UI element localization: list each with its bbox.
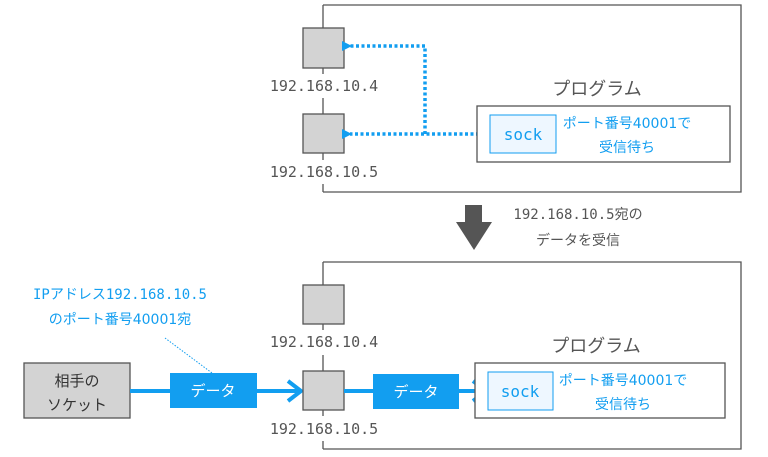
- nic-ip-label: 192.168.10.4: [270, 77, 378, 95]
- peer-socket-label: ソケット: [47, 396, 107, 414]
- down-arrow-icon: [456, 205, 492, 250]
- peer-socket-box: [23, 362, 131, 419]
- top-panel: 192.168.10.4 192.168.10.5 プログラム sock ポート…: [270, 4, 742, 193]
- nic-icon: [302, 284, 345, 325]
- peer-socket-label: 相手の: [54, 372, 99, 390]
- arrowhead-icon: [286, 379, 305, 403]
- binding-dotted-arrow: [342, 41, 427, 134]
- program-label: プログラム: [552, 79, 641, 100]
- annotation-leader-line: [164, 337, 213, 374]
- nic-icon: [302, 370, 345, 411]
- host-outline-bottom: [323, 261, 742, 450]
- bottom-panel: IPアドレス192.168.10.5 のポート番号40001宛 相手の ソケット…: [23, 261, 742, 450]
- nic-icon: [302, 113, 345, 154]
- data-packet: [373, 374, 459, 409]
- nic-ip-label: 192.168.10.4: [270, 333, 378, 351]
- socket-box: [487, 371, 554, 411]
- listen-text: 受信待ち: [595, 397, 651, 413]
- listen-text: 受信待ち: [599, 140, 655, 156]
- destination-annotation: のポート番号40001宛: [49, 312, 192, 328]
- nic-ip-label: 192.168.10.5: [270, 163, 378, 181]
- socket-box: [489, 114, 557, 154]
- program-label: プログラム: [551, 336, 640, 357]
- data-packet-label: データ: [393, 383, 438, 401]
- data-packet-label: データ: [190, 382, 235, 400]
- data-packet: [170, 373, 257, 408]
- transition-caption: データを受信: [536, 232, 620, 249]
- host-outline-top: [323, 4, 742, 193]
- listen-text: ポート番号40001で: [563, 116, 692, 132]
- listen-text: ポート番号40001で: [559, 373, 688, 389]
- transition: 192.168.10.5宛の データを受信: [456, 205, 643, 250]
- nic-icon: [302, 27, 345, 69]
- destination-annotation: IPアドレス192.168.10.5: [33, 287, 207, 303]
- socket-label: sock: [501, 382, 540, 401]
- socket-label: sock: [504, 125, 543, 144]
- transition-caption: 192.168.10.5宛の: [513, 207, 642, 223]
- nic-ip-label: 192.168.10.5: [270, 420, 378, 438]
